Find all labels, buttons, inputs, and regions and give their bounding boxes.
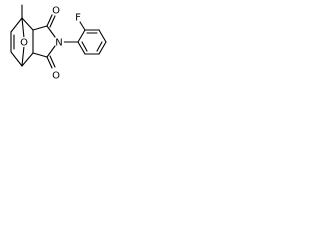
phenyl-double-3 [81, 41, 88, 52]
bridge-oxygen-atom: O [19, 37, 29, 49]
bond-co-bottom-n [46, 45, 56, 58]
bridge-bond-top [21, 17, 25, 39]
bond-c1-c2 [21, 17, 34, 31]
bridge-bond-bottom [21, 45, 25, 67]
phenyl-double-2 [96, 41, 103, 52]
carbonyl-oxygen-top-atom: O [51, 5, 61, 17]
fluorine-atom: F [73, 12, 83, 24]
phenyl-bond-4 [98, 41, 107, 55]
carbonyl-top-bond-2 [49, 15, 56, 28]
fluorine-label: F [75, 13, 81, 24]
imide-nitrogen-atom: N [54, 37, 64, 49]
carbonyl-bottom-bond-1 [46, 56, 53, 69]
bond-c3-co-bottom [32, 52, 48, 58]
phenyl-bond-6 [77, 41, 86, 55]
phenyl-bond-3 [98, 29, 107, 43]
imide-nitrogen-label: N [55, 38, 62, 49]
bridge-oxygen-label: O [20, 38, 28, 49]
bond-co-top-n [46, 25, 56, 38]
bond-c2-co-top [32, 25, 48, 31]
bond-c-f [79, 21, 86, 31]
carbonyl-oxygen-bottom-label: O [52, 71, 60, 82]
carbonyl-oxygen-bottom-atom: O [51, 70, 61, 82]
carbonyl-top-bond-1 [46, 14, 53, 27]
carbonyl-bottom-bond-2 [49, 55, 56, 68]
bond-c4-c5 [10, 51, 23, 67]
bond-c3-c4 [21, 52, 34, 67]
carbonyl-oxygen-top-label: O [52, 6, 60, 17]
phenyl-bond-1 [77, 29, 86, 43]
bond-c1-c6 [10, 17, 23, 33]
chemical-structure-diagram: O O O N F [10, 4, 107, 82]
